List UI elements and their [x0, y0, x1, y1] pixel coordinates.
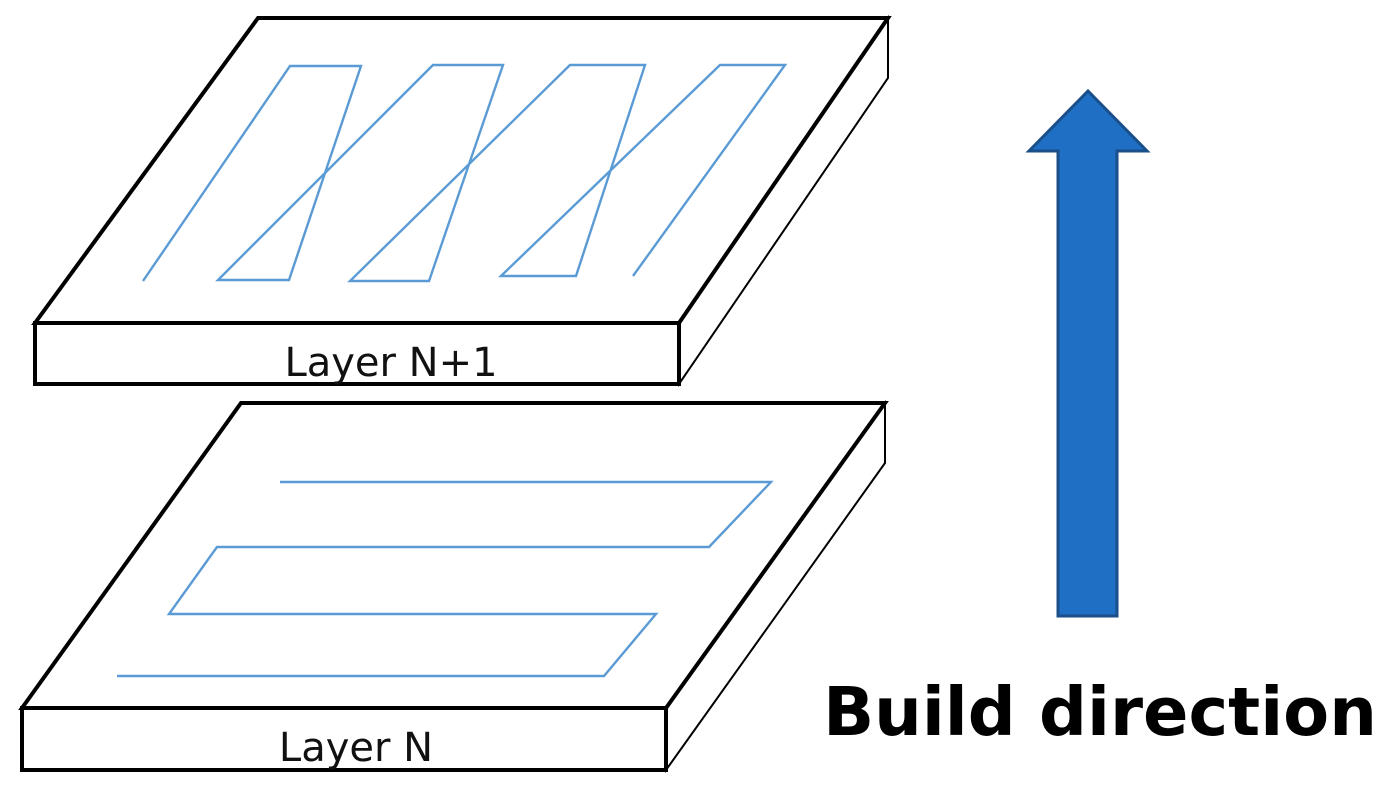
- layer-n-front-face: [20, 706, 668, 772]
- layer-n-slab: Layer N: [18, 399, 889, 774]
- layer-n-plus-1-front-face: [33, 321, 681, 386]
- layer-n-plus-1-scan-path: [142, 63, 788, 283]
- build-direction-arrow-icon: [1025, 88, 1151, 618]
- layer-n-plus-1-label: Layer N+1: [284, 340, 497, 386]
- layer-n-plus-1-slab: Layer N+1: [31, 14, 892, 388]
- layer-n-scan-path: [117, 480, 774, 678]
- layer-n-top-face: [18, 401, 889, 710]
- build-direction-label: Build direction: [823, 673, 1377, 751]
- layer-n-label: Layer N: [279, 725, 433, 771]
